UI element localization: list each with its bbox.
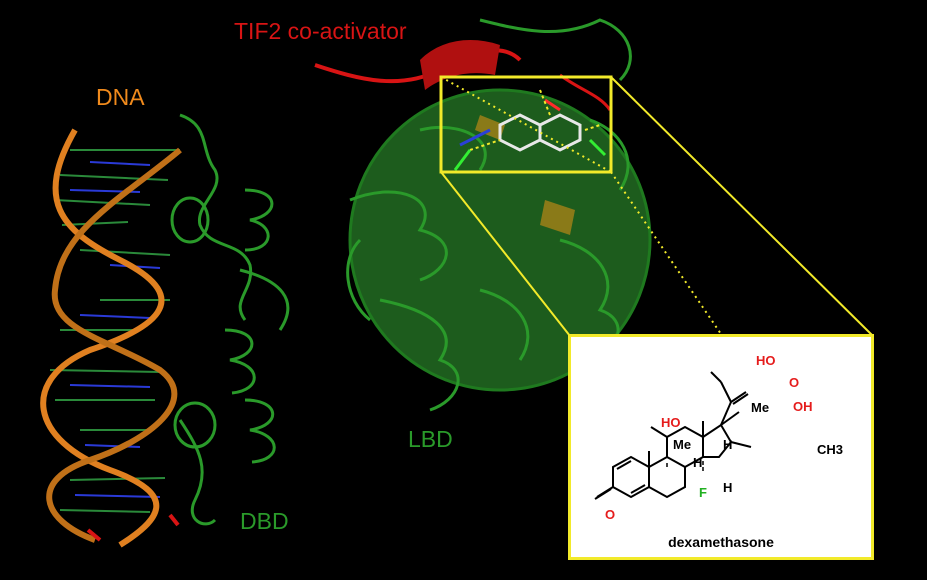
ligand-in-pocket	[453, 89, 607, 171]
dexamethasone-structure-panel: HO O OH HO Me Me H H H CH3 F O dexametha…	[568, 334, 874, 560]
ch3-atom-label: CH3	[817, 442, 843, 457]
lbd-label: LBD	[408, 426, 453, 452]
me-c10-atom-label: Me	[673, 437, 691, 452]
h-c9-atom-label: H	[693, 455, 702, 470]
ho-left-atom-label: HO	[661, 415, 681, 430]
fluorine-atom-label: F	[699, 485, 707, 500]
ketone-o-atom-label: O	[789, 375, 799, 390]
me-c13-atom-label: Me	[751, 400, 769, 415]
oh-right-atom-label: OH	[793, 399, 813, 414]
stereo-hash-bonds	[666, 461, 704, 481]
binding-pocket-highlight	[439, 75, 874, 559]
dbd-label: DBD	[240, 508, 289, 534]
h-c14-atom-label: H	[723, 480, 732, 495]
lbd-domain	[346, 18, 652, 412]
dbd-domain	[170, 113, 290, 526]
h-c8-atom-label: H	[723, 437, 732, 452]
dna-double-helix	[40, 128, 182, 548]
tif2-coactivator-label: TIF2 co-activator	[234, 18, 407, 44]
molecule-name-label: dexamethasone	[668, 534, 774, 550]
dexamethasone-skeletal-structure: HO O OH HO Me Me H H H CH3 F O	[594, 353, 843, 522]
o-c3-atom-label: O	[605, 507, 615, 522]
lbd-beta-strands	[475, 115, 575, 235]
ho-top-atom-label: HO	[756, 353, 776, 368]
dna-label: DNA	[96, 84, 145, 110]
